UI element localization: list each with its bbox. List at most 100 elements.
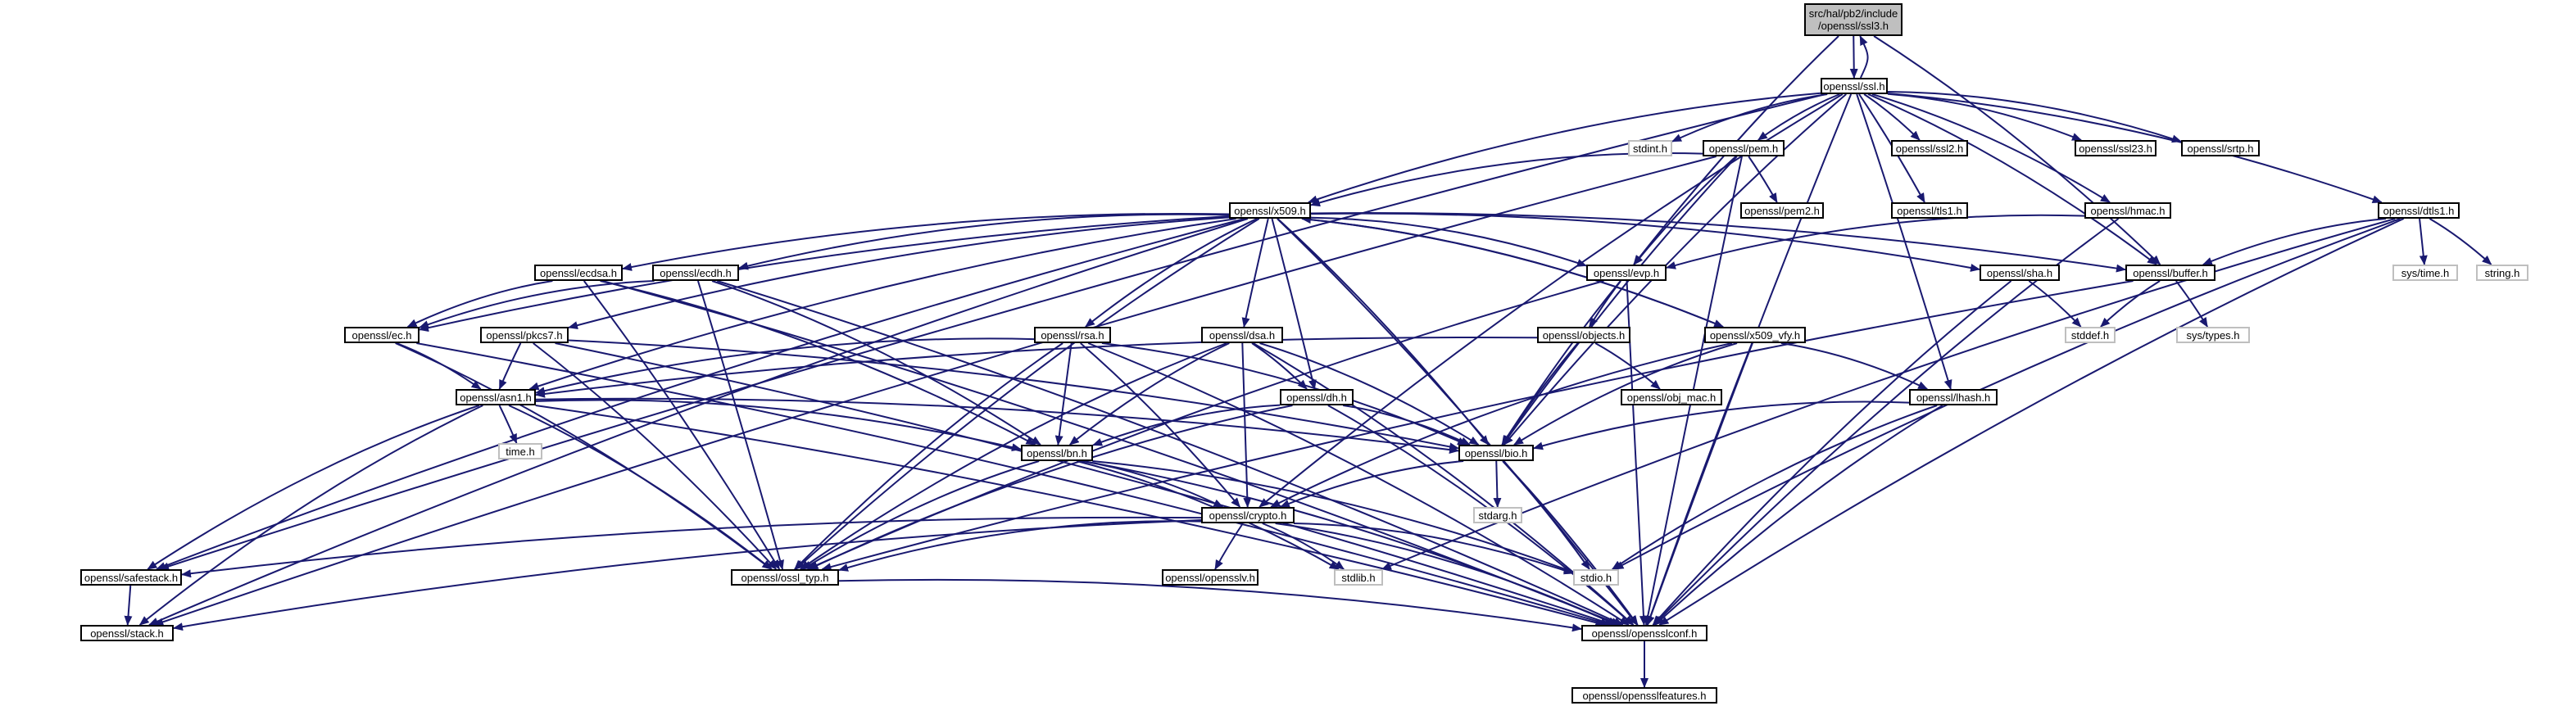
edge-x509vfy-to-bio: [1513, 342, 1738, 446]
node-crypto-label: openssl/crypto.h: [1209, 509, 1287, 522]
node-dsa[interactable]: openssl/dsa.h: [1201, 327, 1283, 343]
edge-x509-to-evp: [1310, 216, 1587, 267]
edge-x509-to-pkcs7: [568, 216, 1230, 329]
node-stdio: stdio.h: [1573, 569, 1619, 586]
node-bio[interactable]: openssl/bio.h: [1458, 445, 1534, 461]
edge-bio-to-opensslconf: [1502, 460, 1639, 626]
node-lhash[interactable]: openssl/lhash.h: [1909, 389, 1998, 405]
edge-buffer-to-ossltyp: [821, 280, 2134, 571]
edge-ssl-to-hmac: [1871, 93, 2111, 203]
node-tls1[interactable]: openssl/tls1.h: [1891, 202, 1968, 219]
root-file-node: src/hal/pb2/include /openssl/ssl3.h: [1804, 3, 1903, 36]
edge-bn-to-stdlib: [1076, 460, 1340, 570]
node-ossltyp[interactable]: openssl/ossl_typ.h: [731, 569, 839, 586]
node-objmac[interactable]: openssl/obj_mac.h: [1621, 389, 1722, 405]
edge-dh-to-opensslconf: [1327, 405, 1634, 626]
node-evp-label: openssl/evp.h: [1593, 266, 1660, 279]
edge-dsa-to-dh: [1251, 342, 1308, 390]
edge-ecdh-to-ossltyp: [696, 280, 784, 570]
edge-bio-to-crypto: [1279, 460, 1464, 508]
node-safestack[interactable]: openssl/safestack.h: [80, 569, 182, 586]
edge-pkcs7-to-opensslconf: [555, 342, 1615, 627]
node-x509vfy-label: openssl/x509_vfy.h: [1709, 328, 1801, 342]
node-ec[interactable]: openssl/ec.h: [344, 327, 420, 343]
edge-crypto-to-stack: [173, 519, 1202, 631]
node-timeh: time.h: [498, 443, 542, 459]
node-ssl23[interactable]: openssl/ssl23.h: [2075, 140, 2156, 156]
edge-ssl-to-lhash: [1856, 93, 1952, 390]
node-ssl2[interactable]: openssl/ssl2.h: [1891, 140, 1968, 156]
node-ecdh[interactable]: openssl/ecdh.h: [652, 265, 739, 281]
edge-dsa-to-bn: [1068, 342, 1230, 446]
node-asn1[interactable]: openssl/asn1.h: [456, 389, 536, 405]
edge-pkcs7-to-ossltyp: [533, 342, 777, 570]
node-x509[interactable]: openssl/x509.h: [1229, 202, 1311, 219]
edge-rsa-to-opensslconf: [1087, 342, 1630, 626]
edge-dh-to-bn: [1092, 404, 1281, 446]
edge-x509vfy-to-lhash: [1780, 342, 1929, 390]
edge-x509-to-sha: [1310, 212, 1980, 272]
edge-ecdh-to-ec: [419, 280, 655, 328]
node-systypes-label: sys/types.h: [2186, 328, 2240, 342]
node-ssl2-label: openssl/ssl2.h: [1895, 142, 1964, 155]
node-crypto[interactable]: openssl/crypto.h: [1201, 507, 1295, 523]
edge-dtls1-to-stdio: [1613, 218, 2401, 570]
node-dsa-label: openssl/dsa.h: [1209, 328, 1276, 342]
edge-x509-to-ossltyp: [795, 218, 1260, 570]
edge-dtls1-to-opensslconf: [1658, 218, 2405, 626]
edge-pem-to-evp: [1633, 156, 1737, 265]
node-lhash-label: openssl/lhash.h: [1916, 391, 1991, 404]
node-opensslfeatures[interactable]: openssl/opensslfeatures.h: [1571, 687, 1717, 704]
edge-rsa-to-crypto: [1080, 342, 1241, 508]
node-systypes: sys/types.h: [2176, 327, 2250, 343]
node-pem-label: openssl/pem.h: [1708, 142, 1779, 155]
node-opensslconf[interactable]: openssl/opensslconf.h: [1581, 625, 1708, 641]
node-pem2[interactable]: openssl/pem2.h: [1740, 202, 1824, 219]
node-dtls1[interactable]: openssl/dtls1.h: [2378, 202, 2460, 219]
node-evp[interactable]: openssl/evp.h: [1586, 265, 1667, 281]
node-stddef-label: stddef.h: [2070, 328, 2110, 342]
node-buffer[interactable]: openssl/buffer.h: [2125, 265, 2215, 281]
node-dh[interactable]: openssl/dh.h: [1280, 389, 1354, 405]
edge-asn1-to-timeh: [498, 405, 518, 444]
node-opensslv[interactable]: openssl/opensslv.h: [1162, 569, 1259, 586]
edge-bn-to-ossltyp: [801, 460, 1040, 570]
node-rsa-label: openssl/rsa.h: [1041, 328, 1104, 342]
node-objects[interactable]: openssl/objects.h: [1537, 327, 1630, 343]
node-srtp[interactable]: openssl/srtp.h: [2181, 140, 2260, 156]
edge-x509vfy-to-opensslconf: [1646, 342, 1753, 626]
edge-ssl-to-bio: [1503, 93, 1847, 446]
node-objects-label: openssl/objects.h: [1542, 328, 1626, 342]
node-stack[interactable]: openssl/stack.h: [80, 625, 174, 641]
node-ecdsa[interactable]: openssl/ecdsa.h: [534, 265, 623, 281]
node-pem[interactable]: openssl/pem.h: [1703, 140, 1785, 156]
node-opensslfeatures-label: openssl/opensslfeatures.h: [1582, 689, 1707, 702]
node-buffer-label: openssl/buffer.h: [2133, 266, 2208, 279]
node-stdio-label: stdio.h: [1580, 571, 1612, 584]
edge-ecdh-to-bn: [711, 280, 1041, 446]
edge-dh-to-bio: [1343, 405, 1471, 446]
node-pem2-label: openssl/pem2.h: [1744, 204, 1820, 217]
edge-x509-to-dsa: [1241, 218, 1269, 328]
edge-ssl-to-stdint: [1671, 93, 1828, 143]
edge-lhash-to-stdio: [1611, 405, 1938, 570]
edge-x509-to-ecdh: [738, 213, 1230, 270]
edge-asn1-to-stack: [138, 405, 483, 626]
node-hmac[interactable]: openssl/hmac.h: [2084, 202, 2171, 219]
node-ssl23-label: openssl/ssl23.h: [2079, 142, 2152, 155]
node-sha[interactable]: openssl/sha.h: [1980, 265, 2060, 281]
node-bio-label: openssl/bio.h: [1464, 446, 1528, 459]
node-pkcs7[interactable]: openssl/pkcs7.h: [480, 327, 569, 343]
node-ssl[interactable]: openssl/ssl.h: [1821, 78, 1888, 94]
node-opensslconf-label: openssl/opensslconf.h: [1591, 627, 1698, 640]
node-ssl-label: openssl/ssl.h: [1823, 79, 1885, 93]
node-bn[interactable]: openssl/bn.h: [1021, 445, 1093, 461]
node-stdint: stdint.h: [1628, 140, 1672, 156]
node-ecdh-label: openssl/ecdh.h: [660, 266, 732, 279]
node-rsa[interactable]: openssl/rsa.h: [1034, 327, 1111, 343]
edge-sha-to-stddef: [2028, 280, 2082, 328]
edge-crypto-to-stdio: [1293, 523, 1574, 575]
node-x509vfy[interactable]: openssl/x509_vfy.h: [1704, 327, 1806, 343]
edge-pem-to-pem2: [1748, 156, 1778, 203]
